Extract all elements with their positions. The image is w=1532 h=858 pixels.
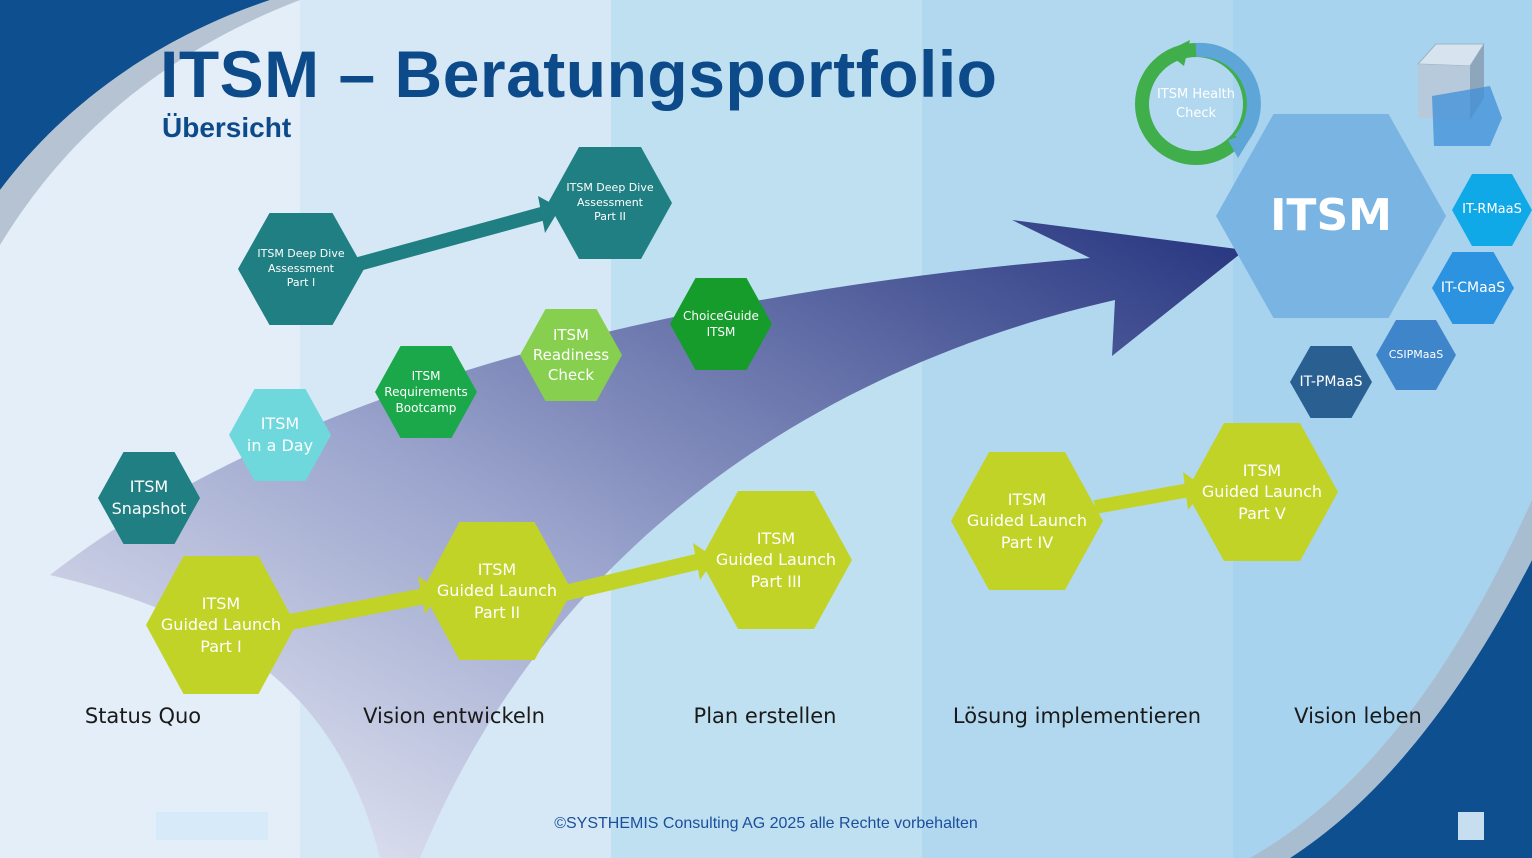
hex-itsm-core[interactable]: ITSM	[1216, 114, 1446, 318]
footer-placeholder-left	[156, 812, 268, 840]
phase-band-4	[922, 0, 1233, 858]
health-check-arrow-green	[1166, 40, 1190, 66]
footer-placeholder-right	[1458, 812, 1484, 840]
phase-label-loesung-implementieren: Lösung implementieren	[952, 704, 1202, 728]
hex-requirements-bootcamp[interactable]: ITSM Requirements Bootcamp	[375, 346, 477, 438]
hex-guided-launch-part-3-label: ITSM Guided Launch Part III	[715, 528, 837, 591]
hex-guided-launch-part-5[interactable]: ITSM Guided Launch Part V	[1186, 423, 1338, 561]
progress-sweep-arrow	[50, 220, 1245, 858]
corner-swoosh-bottom-right	[1290, 560, 1532, 858]
hex-requirements-bootcamp-label: ITSM Requirements Bootcamp	[384, 368, 468, 416]
hex-guided-launch-part-1-label: ITSM Guided Launch Part I	[160, 593, 282, 656]
hex-guided-launch-part-4-label: ITSM Guided Launch Part IV	[966, 489, 1088, 552]
corner-swoosh-top-left	[0, 0, 270, 190]
hex-deep-dive-part-2-label: ITSM Deep Dive Assessment Part II	[566, 180, 654, 224]
hex-deep-dive-part-2[interactable]: ITSM Deep Dive Assessment Part II	[548, 147, 672, 259]
connector-gl2-gl3	[563, 552, 707, 601]
hex-guided-launch-part-5-label: ITSM Guided Launch Part V	[1201, 460, 1323, 523]
hex-it-rmaas-label: IT-RMaaS	[1462, 202, 1522, 218]
hex-itsm-snapshot-label: ITSM Snapshot	[111, 477, 187, 518]
phase-label-status-quo: Status Quo	[84, 704, 202, 728]
hex-guided-launch-part-1[interactable]: ITSM Guided Launch Part I	[146, 556, 296, 694]
phase-label-vision-leben: Vision leben	[1294, 704, 1422, 728]
hex-choiceguide[interactable]: ChoiceGuide ITSM	[670, 278, 772, 370]
hex-choiceguide-label: ChoiceGuide ITSM	[683, 308, 759, 339]
page-subtitle: Übersicht	[162, 112, 292, 143]
hex-csipmaas[interactable]: CSIPMaaS	[1376, 320, 1456, 390]
page-title: ITSM – Beratungsportfolio	[160, 37, 998, 111]
hex-readiness-check-label: ITSM Readiness Check	[532, 325, 610, 385]
hex-itsm-in-a-day-label: ITSM in a Day	[246, 414, 314, 455]
connector-gl1-gl2	[288, 587, 432, 630]
health-check-label[interactable]: ITSM Health Check	[1156, 87, 1236, 121]
hex-it-cmaas-label: IT-CMaaS	[1440, 279, 1506, 296]
phase-label-vision-entwickeln: Vision entwickeln	[363, 704, 545, 728]
hex-csipmaas-label: CSIPMaaS	[1388, 347, 1444, 361]
copyright-footer: ©SYSTHEMIS Consulting AG 2025 alle Recht…	[554, 815, 978, 832]
health-check-arrow-blue	[1228, 132, 1254, 158]
hex-guided-launch-part-2-label: ITSM Guided Launch Part II	[436, 559, 558, 622]
cube-blue	[1432, 86, 1502, 146]
hex-it-pmaas-label: IT-PMaaS	[1299, 373, 1363, 390]
health-check-cycle-blue	[1195, 42, 1261, 145]
phase-label-plan-erstellen: Plan erstellen	[693, 704, 837, 728]
hex-deep-dive-part-1-label: ITSM Deep Dive Assessment Part I	[257, 246, 345, 290]
connector-deepdive	[353, 206, 547, 272]
connector-gl4-gl5	[1093, 482, 1197, 514]
hex-it-rmaas[interactable]: IT-RMaaS	[1452, 174, 1532, 246]
hex-itsm-in-a-day[interactable]: ITSM in a Day	[229, 389, 331, 481]
hex-guided-launch-part-2[interactable]: ITSM Guided Launch Part II	[422, 522, 572, 660]
hex-itsm-core-label: ITSM	[1270, 190, 1392, 242]
hex-readiness-check[interactable]: ITSM Readiness Check	[520, 309, 622, 401]
